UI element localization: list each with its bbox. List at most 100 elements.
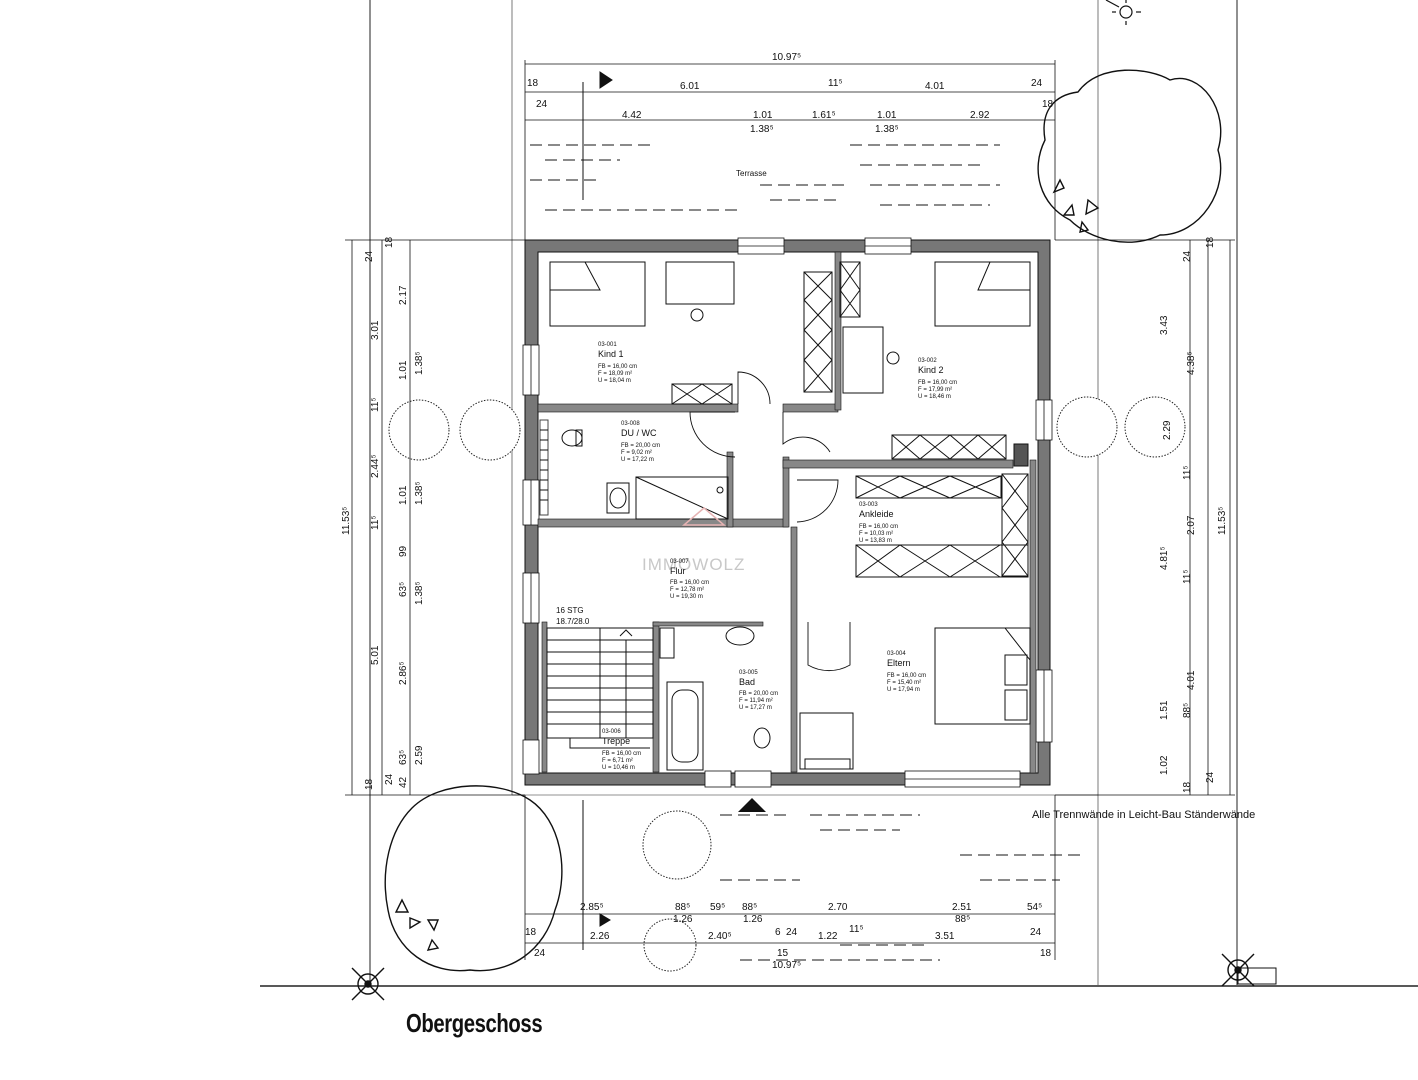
dim-label: 2.40⁵ [708,931,732,942]
room-floor-build: FB = 20,00 cm [739,691,778,697]
room-area: F = 12,78 m² [670,587,704,593]
tree-bottom-left-icon [384,785,563,972]
dimension-lines [345,60,1235,960]
room-bad: 03-005 Bad FB = 20,00 cm F = 11,94 m² U … [739,670,778,711]
dim-label: 2.17 [398,285,409,305]
dim-label: 24 [786,927,798,938]
dim-label: 4.81⁵ [1159,546,1170,570]
dim-label: 10.97⁵ [772,960,801,971]
dim-label: 2.70 [828,902,848,913]
dim-label: 2.86⁵ [398,661,409,685]
watermark-text: IMMOWOLZ [642,555,745,574]
dim-label: 3.01 [370,320,381,340]
room-area: F = 11,94 m² [739,698,773,704]
dim-label: 2.51 [952,902,972,913]
room-floor-build: FB = 16,00 cm [598,364,637,370]
dim-label: 2.92 [970,110,990,121]
room-name: DU / WC [621,428,657,438]
dimension-labels-right: 24 18 3.43 4.38⁵ 2.29 11⁵ 2.07 11⁵ 11.53… [1159,236,1228,793]
dim-label: 24 [1031,78,1043,89]
dim-label: 1.38⁵ [414,581,425,605]
room-code: 03-007 [670,559,689,565]
room-du-wc: 03-008 DU / WC FB = 20,00 cm F = 9,02 m²… [621,421,660,463]
room-perimeter: U = 17,94 m [887,687,920,693]
dim-label: 24 [384,773,395,785]
section-markers-icon [582,71,613,950]
room-eltern: 03-004 Eltern FB = 16,00 cm F = 15,40 m²… [887,651,926,693]
room-ankleide: 03-003 Ankleide FB = 16,00 cm F = 10,03 … [859,502,898,544]
dim-label: 6.01 [680,81,700,92]
room-perimeter: U = 18,46 m [918,394,951,400]
dim-label: 11.53⁵ [341,507,352,535]
dim-label: 54⁵ [1027,902,1042,913]
terrace-label: Terrasse [736,169,767,178]
room-area: F = 10,03 m² [859,531,893,537]
room-perimeter: U = 13,83 m [859,538,892,544]
dim-label: 24 [364,250,375,262]
plan-title: Obergeschoss [406,1008,543,1038]
room-name: Kind 1 [598,349,624,359]
terrace-paving [530,144,1080,961]
room-area: F = 6,71 m² [602,758,633,764]
dim-label: 4.38⁵ [1186,351,1197,375]
room-floor-build: FB = 16,00 cm [918,380,957,386]
room-kind2: 03-002 Kind 2 FB = 16,00 cm F = 17,99 m²… [918,358,957,400]
room-name: Treppe [602,736,630,746]
room-floor-build: FB = 20,00 cm [621,443,660,449]
survey-marker-left-icon [351,967,385,1001]
dim-label: 88⁵ [1182,703,1193,718]
wardrobes [671,261,1029,578]
dim-label: 1.51 [1159,700,1170,720]
dim-label: 4.42 [622,110,642,121]
dim-label: 1.01 [398,360,409,380]
dimension-labels-bottom: 2.85⁵ 88⁵ 59⁵ 88⁵ 2.70 2.51 54⁵ 1.26 1.2… [525,902,1052,971]
dim-label: 18 [364,778,375,790]
dim-label: 18 [1205,236,1216,248]
dim-label: 24 [1030,927,1042,938]
room-code: 03-002 [918,358,937,364]
room-floor-build: FB = 16,00 cm [887,673,926,679]
dimension-labels-left: 11.53⁵ 24 18 3.01 2.17 1.01 1.38⁵ 11⁵ 2.… [341,236,425,790]
dim-label: 24 [1182,250,1193,262]
dim-label: 3.43 [1159,315,1170,335]
staircase [546,627,654,749]
dim-label: 4.01 [1186,670,1197,690]
furniture [549,261,1031,770]
dim-label: 1.01 [753,110,773,121]
dimension-labels-top: 10.97⁵ 18 6.01 11⁵ 4.01 24 24 18 4.42 1.… [527,52,1054,135]
room-floor-build: FB = 16,00 cm [670,580,709,586]
dim-label: 5.01 [370,645,381,665]
room-area: F = 17,99 m² [918,387,952,393]
dim-label: 11⁵ [1182,569,1193,584]
dim-label: 24 [536,99,548,110]
dim-label: 24 [1205,771,1216,783]
dim-label: 63⁵ [398,750,409,765]
dim-label: 2.44⁵ [370,454,381,478]
dim-label: 11⁵ [828,78,843,89]
dim-label: 1.01 [877,110,897,121]
room-name: Eltern [887,658,911,668]
dim-label: 10.97⁵ [772,52,801,63]
dim-label: 18 [384,236,395,248]
room-perimeter: U = 10,46 m [602,765,635,771]
dim-label: 18 [525,927,537,938]
room-floor-build: FB = 16,00 cm [602,751,641,757]
dim-label: 1.38⁵ [750,124,774,135]
dim-label: 63⁵ [398,582,409,597]
dim-label: 11⁵ [1182,465,1193,480]
interior-walls [537,251,1037,774]
room-perimeter: U = 19,30 m [670,594,703,600]
dim-label: 11⁵ [370,515,381,530]
dim-label: 1.22 [818,931,838,942]
room-code: 03-005 [739,670,758,676]
entrance-arrow-icon [738,798,766,812]
windows [522,237,1053,788]
doors [689,371,851,672]
sun-symbol-icon [1105,0,1141,25]
dim-label: 2.29 [1162,420,1173,440]
dim-label: 15 [777,948,789,959]
dim-label: 99 [398,545,409,557]
stairs-count-label: 16 STG [556,606,584,615]
shrubs-icon [388,396,1186,972]
